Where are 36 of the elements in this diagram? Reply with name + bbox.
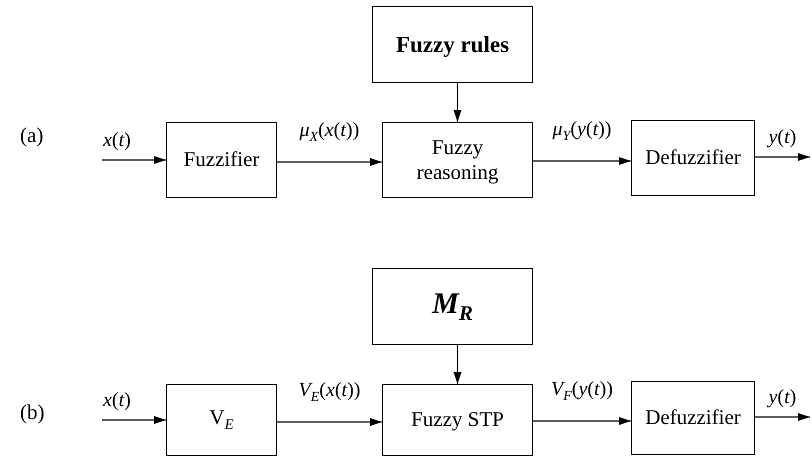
arrow [102,156,166,164]
arrow [454,83,462,122]
process-box [372,268,533,345]
box-label: Fuzzy reasoning [416,134,500,186]
process-box [382,384,533,456]
edge-label: V$_{F}$(y(t)) [551,378,613,405]
process-box [166,122,277,198]
arrow [277,418,382,426]
box-label: Fuzzy STP [411,407,504,433]
edge-label: μ$_{Y}$(y(t)) [552,118,612,145]
edge-label: y(t) [768,126,796,149]
arrow [277,158,382,166]
process-box [631,120,755,196]
edge-label: x(t) [103,129,131,152]
edge-label: y(t) [768,386,796,409]
box-label: V$_{E}$ [209,405,234,435]
process-box [372,6,533,83]
arrow [533,417,631,425]
panel-label: (b) [20,400,44,425]
arrow [102,416,166,424]
arrow [454,345,462,384]
arrow [755,153,810,161]
box-label: Fuzzifier [184,147,260,173]
box-label: Defuzzifier [645,145,741,171]
process-box [631,381,755,455]
arrow [755,413,810,421]
process-box [166,384,277,456]
edge-label: x(t) [103,389,131,412]
box-label: M$_{R}$ [432,286,473,327]
box-label: Fuzzy rules [396,30,510,58]
box-label: Defuzzifier [645,405,741,431]
process-box [382,122,533,198]
panel-label: (a) [20,123,44,148]
arrow [533,157,631,165]
edge-label: μ$_{X}$(x(t)) [300,119,360,146]
edge-label: V$_{E}$(x(t)) [298,379,360,406]
